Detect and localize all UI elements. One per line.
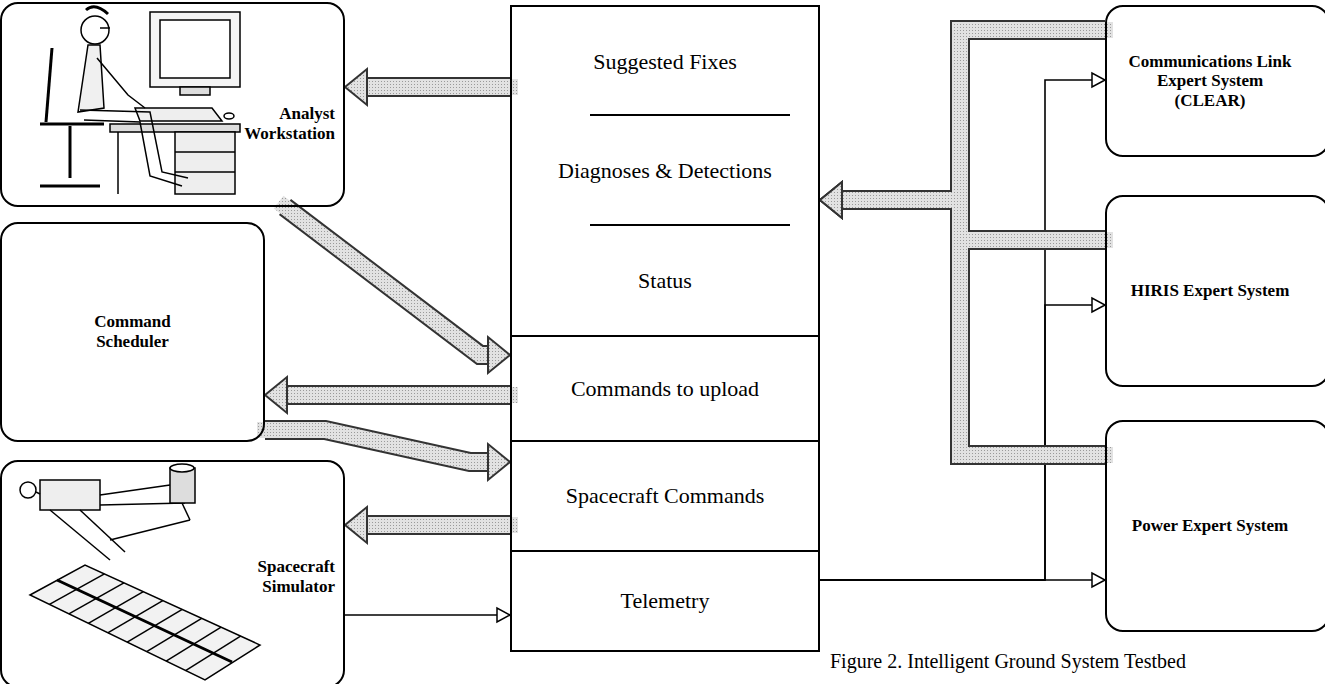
spacecraft-illustration [100,485,170,495]
spacecraft-illustration [170,468,195,503]
broad-arrow-connector [367,77,510,97]
broad-arrow-connector [265,430,488,462]
arrowhead [1092,298,1105,312]
arrowhead [1092,73,1105,87]
analyst-illustration [110,124,240,132]
arrowhead [488,444,510,480]
simulator-box: Spacecraft Simulator [0,460,345,684]
figure-caption: Figure 2. Intelligent Ground System Test… [830,650,1186,673]
section-label: Telemetry [621,588,710,613]
analyst-illustration [100,27,110,29]
analyst-illustration [224,113,234,119]
analyst-illustration [78,45,104,112]
analyst-illustration [97,58,145,108]
analyst-illustration [175,151,235,153]
section-label: Suggested Fixes [593,49,737,74]
expert-system-box: Power Expert System [1105,420,1325,632]
box-label: Command Scheduler [73,312,193,351]
box-label: Analyst Workstation [235,104,335,143]
broad-arrow-connector [367,79,510,95]
analyst-illustration [160,20,230,78]
analyst-illustration [40,185,100,188]
section-label: Status [638,268,692,293]
section-label: Commands to upload [571,376,759,401]
spacecraft-illustration [110,520,190,540]
box-label: Power Expert System [1132,516,1288,536]
analyst-illustration [69,126,72,178]
null [49,574,240,671]
divider-line [590,224,790,226]
telemetry-connector [345,614,497,616]
analyst-illustration [81,16,109,44]
scheduler-box: Command Scheduler [0,222,265,442]
expert-system-box: Communications Link Expert System (CLEAR… [1105,5,1325,157]
section-label: Diagnoses & Detections [558,158,772,183]
arrowhead [820,182,842,218]
spacecraft-illustration [20,464,260,680]
workstation-box: Analyst Workstation [0,2,345,207]
broad-arrow-fills [265,30,1105,525]
broad-arrow-connector [287,387,510,403]
spacecraft-illustration [36,492,40,494]
blackboard-section: Commands to upload [510,335,820,442]
analyst-illustration [175,171,235,173]
analyst-illustration [86,7,108,14]
analyst-illustration [135,108,222,121]
analyst-illustration [150,12,240,87]
arrowhead [345,69,367,105]
blackboard-section: Spacecraft Commands [510,440,820,552]
blackboard-section: Suggested FixesDiagnoses & DetectionsSta… [510,5,820,337]
spacecraft-illustration [182,503,190,520]
broad-arrow-connector [287,385,510,405]
box-label: Communications Link Expert System (CLEAR… [1123,52,1298,111]
spacecraft-illustration [50,510,110,560]
analyst-illustration [40,123,104,126]
box-label: HIRIS Expert System [1131,281,1290,301]
spacecraft-illustration [170,464,194,472]
analyst-illustration [40,7,240,194]
section-label: Spacecraft Commands [566,483,765,508]
broad-arrow-connector [265,430,488,462]
telemetry-connector [820,579,1092,581]
analyst-illustration [175,132,235,194]
broad-arrow-outlines [265,30,1105,525]
analyst-illustration [84,120,182,186]
broad-arrow-connector [842,200,1105,455]
broad-arrow-connector [367,515,510,535]
arrowheads [265,69,1105,622]
arrowhead [345,507,367,543]
expert-system-box: HIRIS Expert System [1105,195,1325,387]
broad-arrow-connector [367,517,510,533]
arrowhead [820,182,842,218]
analyst-illustration [46,48,52,122]
broad-arrow-connector [842,30,1105,200]
broad-arrow-connector [842,30,1105,200]
spacecraft-illustration [80,510,125,552]
broad-arrow-connector [285,207,488,355]
arrowhead [497,608,510,622]
spacecraft-illustration [57,580,232,662]
divider-line [590,114,790,116]
broad-arrow-connector [842,200,1105,455]
analyst-illustration [117,132,119,194]
spacecraft-illustration [20,482,36,498]
spacecraft-illustration [30,565,260,680]
spacecraft-illustration [40,480,100,510]
box-label: Spacecraft Simulator [235,557,335,596]
arrowhead [488,337,510,373]
arrowhead [820,182,842,218]
analyst-illustration [180,87,210,95]
broad-arrow-connector [285,207,488,355]
blackboard-section: Telemetry [510,550,820,652]
arrowhead [1092,573,1105,587]
arrowhead [265,377,287,413]
